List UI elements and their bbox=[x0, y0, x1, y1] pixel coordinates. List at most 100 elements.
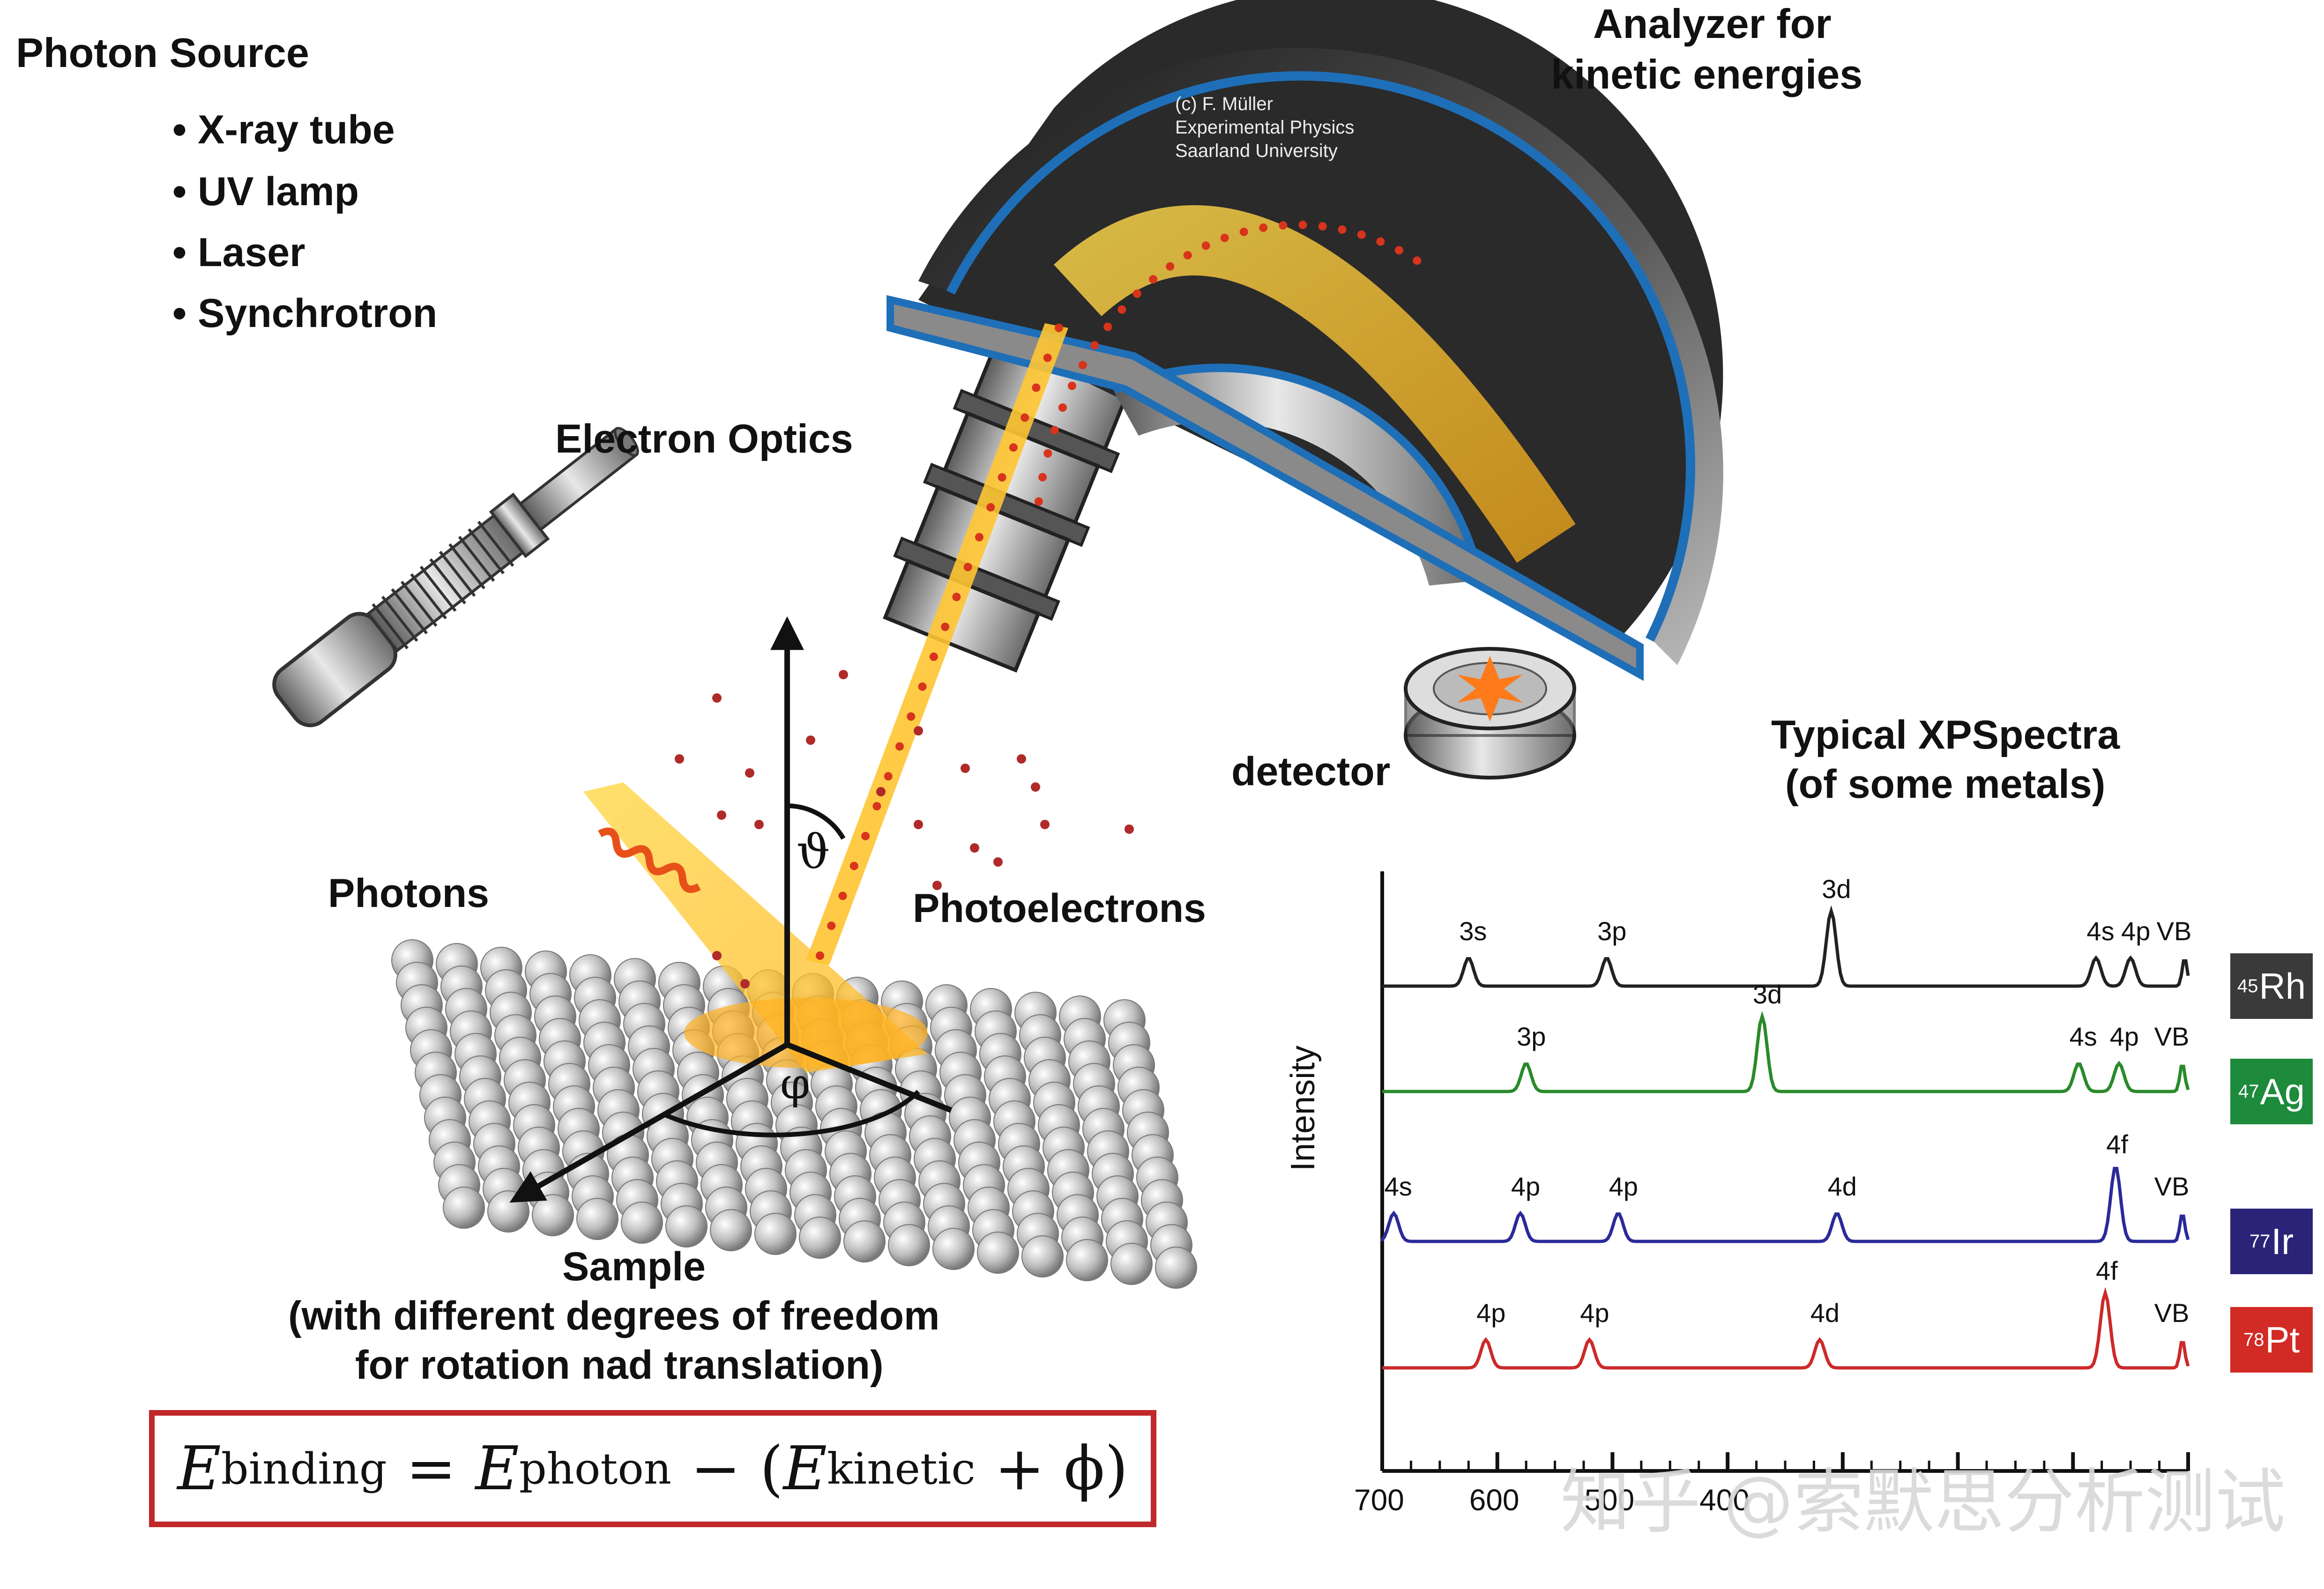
electron-dot bbox=[838, 891, 847, 900]
analyzer-label-line2: kinetic energies bbox=[1551, 51, 1863, 97]
sample-atom bbox=[1155, 1247, 1197, 1289]
peak-label: 4s bbox=[1384, 1172, 1412, 1201]
electron-dot bbox=[1376, 237, 1385, 246]
electron-dot bbox=[918, 682, 927, 691]
peak-label: 3d bbox=[1752, 980, 1782, 1009]
xps-chart bbox=[1380, 871, 2190, 1473]
peak-label: 4p bbox=[1476, 1298, 1506, 1328]
sample-atom bbox=[932, 1228, 975, 1270]
sample-atom bbox=[1110, 1243, 1153, 1285]
electron-dot bbox=[1103, 322, 1112, 331]
formula-e2: E bbox=[475, 1433, 519, 1504]
tube-thread bbox=[400, 580, 438, 627]
electron-dot bbox=[1055, 324, 1063, 332]
peak-label: 4p bbox=[2121, 916, 2151, 946]
formula-photon: photon bbox=[519, 1443, 672, 1494]
photon-source-item-synchrotron: • Synchrotron bbox=[172, 291, 438, 336]
photoelectron-dot bbox=[1031, 782, 1040, 792]
illumination-spot bbox=[684, 998, 928, 1068]
peak-label: VB bbox=[2154, 1172, 2190, 1201]
peak-label: 4f bbox=[2096, 1256, 2118, 1285]
photon-source-title: Photon Source bbox=[16, 30, 309, 76]
badge-atomic-number: 45 bbox=[2237, 975, 2258, 996]
copyright-line1: (c) F. Müller bbox=[1175, 94, 1273, 114]
photon-wave-icon bbox=[598, 827, 701, 893]
electron-dot bbox=[929, 652, 938, 661]
sample-atom bbox=[1021, 1235, 1064, 1277]
electron-dot bbox=[1050, 426, 1059, 435]
electron-dot bbox=[816, 951, 824, 960]
photons-label: Photons bbox=[328, 871, 489, 916]
spectrum-line-ag bbox=[1382, 1010, 2190, 1093]
sample-label-line3: for rotation nad translation) bbox=[355, 1343, 884, 1388]
electron-dot bbox=[1413, 256, 1422, 265]
electron-dot bbox=[1043, 449, 1052, 458]
electron-dot bbox=[1032, 383, 1041, 392]
electron-dot bbox=[975, 533, 983, 542]
electron-dot bbox=[1338, 225, 1347, 234]
photoelectron-dot bbox=[932, 881, 942, 890]
electron-optics bbox=[883, 337, 1131, 673]
peak-label: VB bbox=[2154, 1022, 2190, 1051]
photoelectron-dot bbox=[876, 787, 886, 796]
phi-symbol: φ bbox=[780, 1059, 811, 1109]
electron-dot bbox=[1394, 246, 1403, 255]
copyright-line2: Experimental Physics bbox=[1175, 117, 1355, 138]
analyzer-label-line1: Analyzer for bbox=[1593, 0, 1832, 47]
electron-dot bbox=[1239, 227, 1248, 236]
tube-thread bbox=[458, 535, 495, 582]
badge-atomic-number: 77 bbox=[2249, 1231, 2271, 1252]
sample-atom bbox=[888, 1224, 930, 1266]
sample-label-line2: (with different degrees of freedom bbox=[288, 1293, 940, 1338]
tube-thread bbox=[448, 543, 485, 590]
electron-dot bbox=[1220, 233, 1229, 242]
hemispherical-analyzer bbox=[886, 0, 1723, 681]
electron-dot bbox=[1058, 403, 1067, 412]
badge-atomic-number: 78 bbox=[2243, 1329, 2264, 1350]
x-tick-label: 500 bbox=[1584, 1483, 1635, 1517]
photoelectron-dot bbox=[712, 951, 722, 960]
photoelectron-dot bbox=[914, 820, 923, 829]
electron-dot bbox=[1009, 443, 1018, 452]
sample-atom bbox=[754, 1213, 797, 1255]
electron-optics-label: Electron Optics bbox=[555, 416, 853, 461]
spectrum-line-rh bbox=[1382, 905, 2190, 988]
electron-dot bbox=[884, 772, 893, 781]
peak-label: VB bbox=[2154, 1298, 2190, 1328]
tube-thread bbox=[468, 528, 505, 574]
electron-dot bbox=[895, 742, 904, 751]
peak-label: VB bbox=[2156, 916, 2192, 946]
electron-dot bbox=[941, 623, 950, 631]
photon-source-item-xray: • X-ray tube bbox=[172, 107, 395, 152]
photoelectrons-label: Photoelectrons bbox=[913, 886, 1206, 931]
sample-label-line1: Sample bbox=[562, 1244, 706, 1289]
photoelectron-dot bbox=[839, 670, 848, 679]
peak-label: 4p bbox=[2109, 1022, 2139, 1051]
electron-dot bbox=[1298, 221, 1307, 230]
detector-label: detector bbox=[1231, 749, 1391, 794]
tube-thread bbox=[410, 573, 447, 620]
electron-dot bbox=[1090, 341, 1099, 350]
photoelectron-dot bbox=[914, 726, 923, 735]
spectra-title-line2: (of some metals) bbox=[1785, 762, 2106, 807]
electron-dot bbox=[1149, 275, 1158, 284]
peak-label: 4p bbox=[1580, 1298, 1609, 1328]
photoelectron-dot bbox=[993, 857, 1003, 867]
electron-dot bbox=[1034, 497, 1043, 506]
photoelectron-dot bbox=[754, 820, 764, 829]
photoelectron-dot bbox=[675, 754, 684, 764]
sample-atom bbox=[576, 1198, 618, 1240]
tube-thread bbox=[372, 603, 409, 650]
electron-dot bbox=[872, 802, 881, 810]
electron-dot bbox=[827, 921, 836, 930]
electron-dot bbox=[1166, 262, 1175, 271]
electron-dot bbox=[1357, 230, 1366, 239]
electron-dot bbox=[849, 861, 858, 870]
formula-plus: + ϕ) bbox=[975, 1433, 1128, 1504]
spectrum-line-ir bbox=[1380, 1166, 2190, 1243]
peak-label: 4p bbox=[1609, 1172, 1638, 1201]
tube-thread bbox=[439, 550, 476, 597]
photoelectron-dot bbox=[970, 843, 979, 853]
